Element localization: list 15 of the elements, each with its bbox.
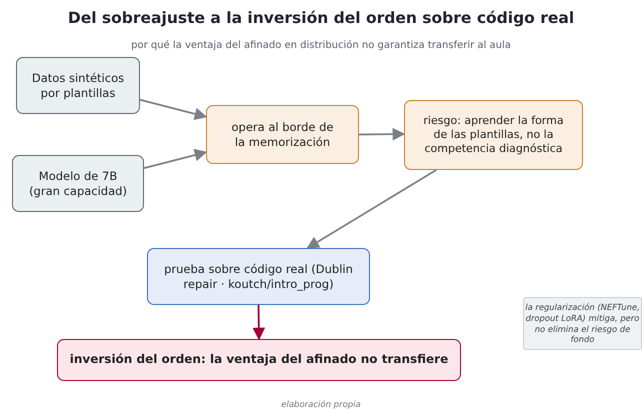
- arrow: [144, 148, 208, 169]
- test-box: prueba sobre código real (Dublin repair · koutch/intro_prog): [147, 248, 370, 305]
- result-box: inversión del orden: la ventaja del afinado no transfiere: [57, 339, 461, 381]
- process-box: riesgo: aprender la forma de las plantillas, no la competencia diagnóstica: [404, 100, 583, 170]
- process-box: opera al borde de la memorización: [206, 105, 359, 164]
- arrow: [140, 98, 208, 120]
- source-box: Datos sintéticos por plantillas: [16, 57, 140, 114]
- note-box: la regularización (NEFTune, dropout LoRA) mitiga, pero no elimina el riesgo de fondo: [523, 297, 642, 350]
- arrow: [306, 169, 437, 249]
- arrow: [359, 128, 406, 140]
- source-box: Modelo de 7B (gran capacidad): [12, 155, 144, 212]
- diagram-title: Del sobreajuste a la inversión del orden sobre código real: [66, 9, 576, 27]
- caption: elaboración propia: [280, 400, 362, 410]
- subtitle: por qué la ventaja del afinado en distribución no garantiza transferir al aula: [130, 40, 512, 51]
- arrow: [252, 304, 266, 340]
